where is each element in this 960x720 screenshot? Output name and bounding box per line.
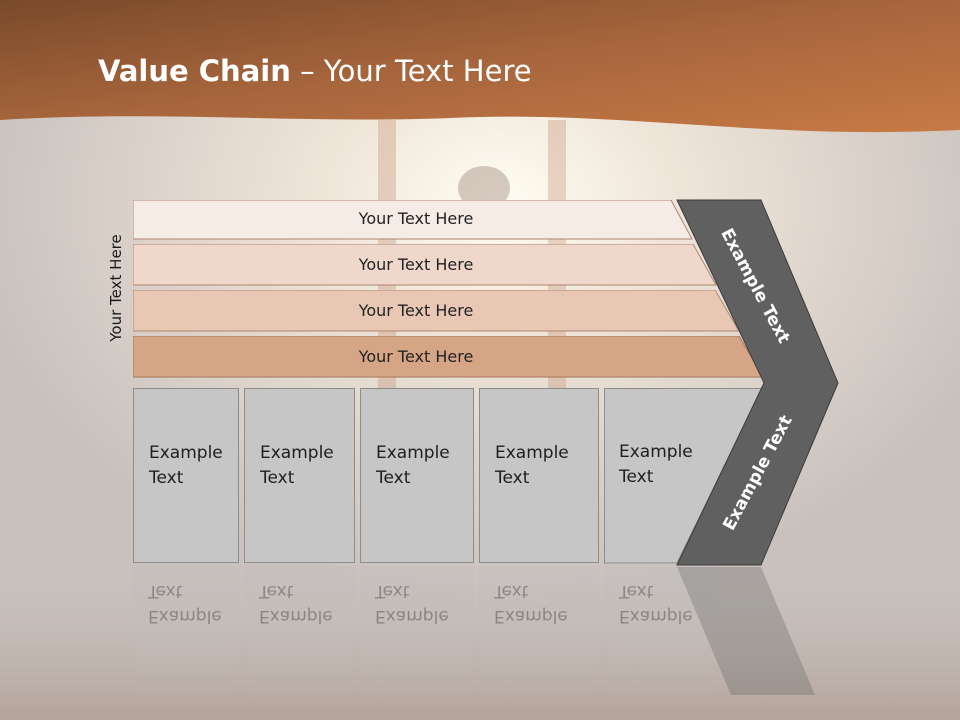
header-band — [0, 0, 960, 133]
row-label: Your Text Here — [358, 255, 474, 274]
row-label: Your Text Here — [358, 209, 474, 228]
row-shape — [133, 244, 717, 286]
slide-title: Value Chain – Your Text Here — [98, 54, 532, 88]
margin-chevron — [676, 199, 839, 566]
title-rest: – Your Text Here — [290, 54, 532, 88]
row-label: Your Text Here — [358, 301, 474, 320]
value-row-1: Your Text Here — [133, 200, 693, 240]
value-row-4: Your Text Here — [133, 336, 765, 378]
chevron-reflection — [677, 567, 815, 695]
side-label-text: Your Text Here — [107, 234, 125, 342]
title-bold: Value Chain — [98, 54, 291, 88]
value-row-3: Your Text Here — [133, 290, 741, 332]
row-label: Your Text Here — [358, 347, 474, 366]
activity-cell-5-shape — [604, 388, 763, 564]
value-row-2: Your Text Here — [133, 244, 718, 286]
row-shape — [133, 200, 693, 240]
